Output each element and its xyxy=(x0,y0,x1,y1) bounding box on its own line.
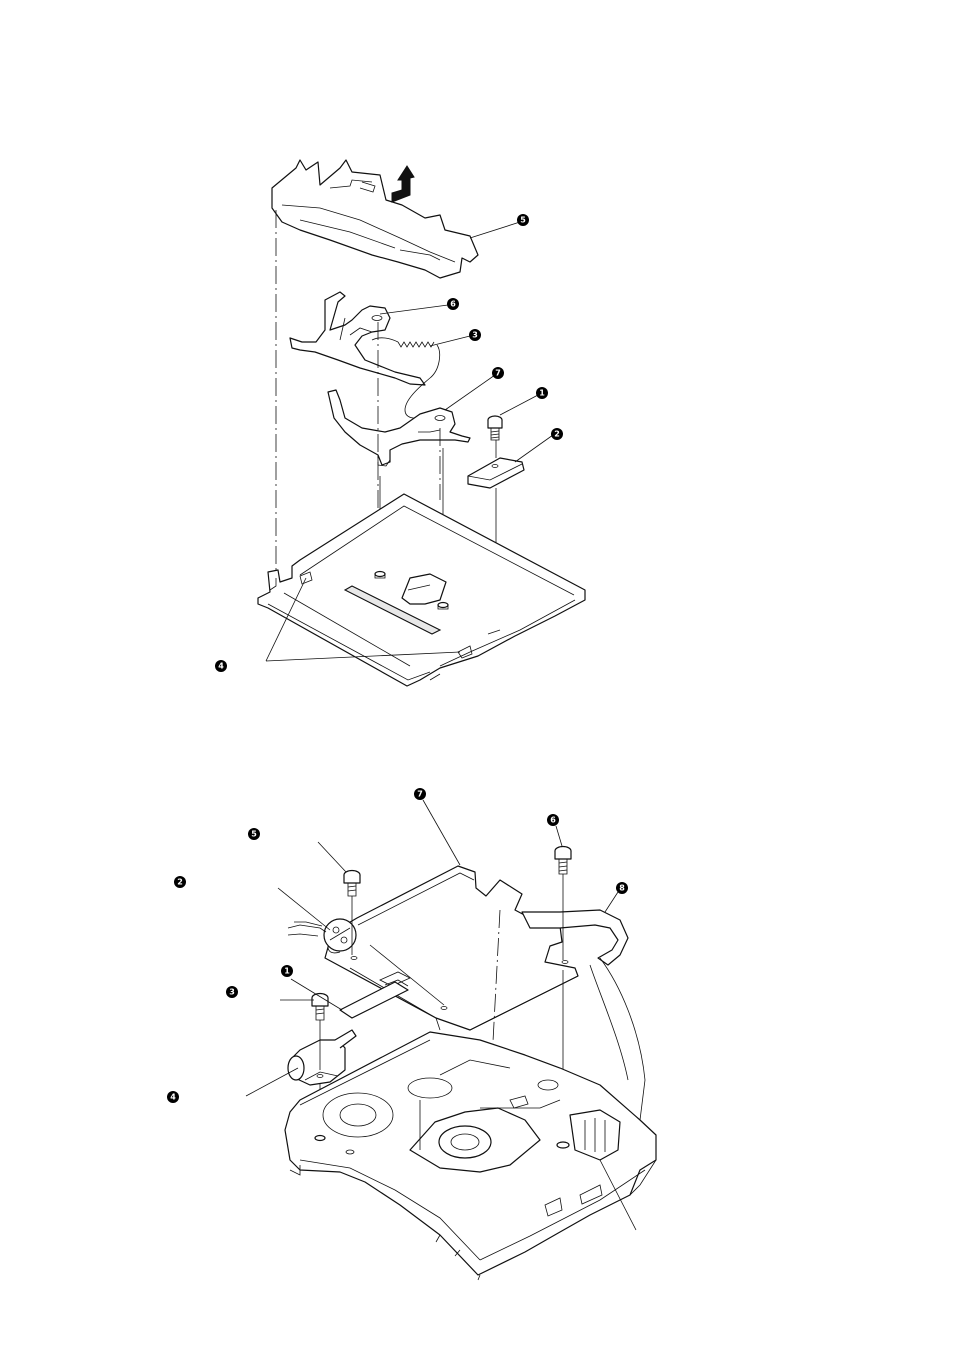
screw-part-3 xyxy=(312,994,328,1021)
screw-part-6 xyxy=(555,847,571,875)
svg-text:7: 7 xyxy=(417,790,423,799)
callout-4-b: 4 xyxy=(167,1091,179,1103)
svg-text:5: 5 xyxy=(251,830,257,839)
svg-text:6: 6 xyxy=(550,816,556,825)
svg-text:7: 7 xyxy=(495,369,501,378)
cover-bracket-part xyxy=(272,160,478,278)
callout-7: 7 xyxy=(492,367,504,379)
screw-part xyxy=(488,416,502,440)
lower-lever-part xyxy=(328,390,470,466)
callout-6-b: 6 xyxy=(547,814,559,826)
upper-lever-part xyxy=(290,292,425,385)
chassis-base-part xyxy=(258,494,585,686)
lift-arrow-icon xyxy=(392,166,414,202)
svg-text:1: 1 xyxy=(539,389,545,398)
callout-1: 1 xyxy=(536,387,548,399)
top-exploded-diagram: 5 6 3 7 1 2 4 xyxy=(215,160,585,686)
svg-text:3: 3 xyxy=(472,331,478,340)
svg-text:6: 6 xyxy=(450,300,456,309)
svg-text:4: 4 xyxy=(218,662,224,671)
svg-text:2: 2 xyxy=(177,878,183,887)
callout-3-b: 3 xyxy=(226,986,238,998)
small-plate-part xyxy=(468,458,524,488)
svg-text:2: 2 xyxy=(554,430,560,439)
callout-8-b: 8 xyxy=(616,882,628,894)
svg-text:4: 4 xyxy=(170,1093,176,1102)
svg-text:5: 5 xyxy=(520,216,526,225)
svg-text:3: 3 xyxy=(229,988,235,997)
callout-4: 4 xyxy=(215,660,227,672)
callout-2-b: 2 xyxy=(174,876,186,888)
callout-6: 6 xyxy=(447,298,459,310)
connector-strip-part xyxy=(340,980,408,1018)
screw-part-5 xyxy=(344,871,360,897)
callout-5-b: 5 xyxy=(248,828,260,840)
bottom-exploded-diagram: 7 6 5 8 2 1 3 4 xyxy=(167,788,656,1280)
svg-text:1: 1 xyxy=(284,967,290,976)
callout-5: 5 xyxy=(517,214,529,226)
svg-text:8: 8 xyxy=(619,884,625,893)
callout-7-b: 7 xyxy=(414,788,426,800)
callout-1-b: 1 xyxy=(281,965,293,977)
callout-2: 2 xyxy=(551,428,563,440)
callout-3: 3 xyxy=(469,329,481,341)
